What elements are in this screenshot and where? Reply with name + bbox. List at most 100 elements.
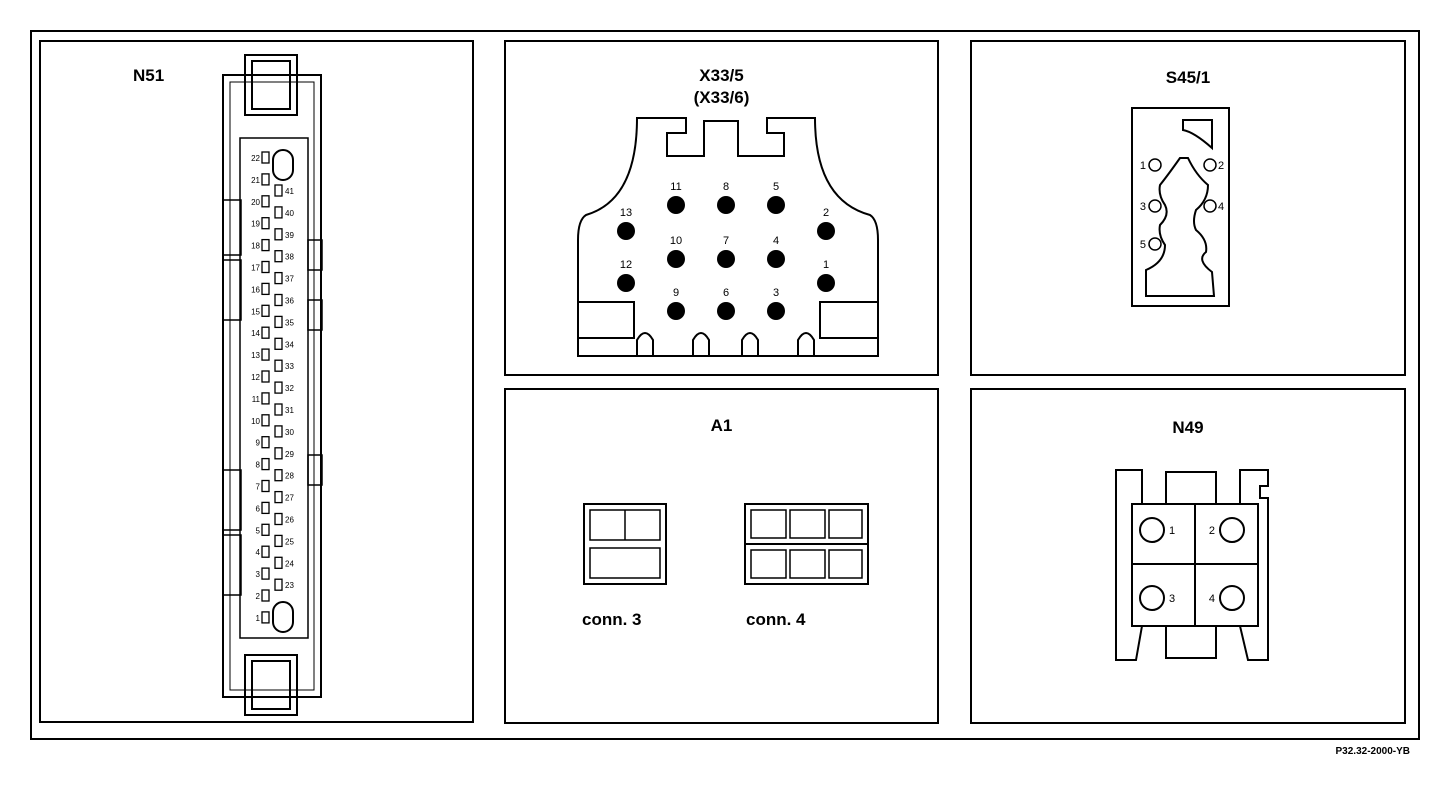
n51-pin-20 [261, 195, 270, 208]
n51-pin-label: 35 [285, 318, 294, 327]
n51-pin-24 [274, 556, 283, 569]
n51-pin-19 [261, 217, 270, 230]
n49-pin-3 [1139, 585, 1165, 611]
n51-pin-label: 21 [251, 176, 260, 185]
n51-pin-label: 31 [285, 406, 294, 415]
panel-n51-title: N51 [133, 66, 165, 85]
n51-pin-label: 18 [251, 242, 260, 251]
panel-a1: A1 conn. 3 conn. 4 [504, 388, 939, 724]
n51-pin-label: 15 [251, 307, 260, 316]
x33-pin-2 [817, 222, 835, 240]
n51-pin-label: 10 [251, 417, 260, 426]
x33-pin-3 [767, 302, 785, 320]
n51-pin-7 [261, 479, 270, 493]
n51-pin-26 [274, 512, 283, 526]
n51-pin-27 [274, 490, 283, 504]
panel-x33-subtitle: (X33/6) [693, 88, 750, 107]
n51-pin-10 [261, 414, 270, 427]
n51-pin-12 [261, 370, 270, 383]
n51-pin-8 [261, 457, 270, 471]
n51-pin-3 [261, 567, 270, 580]
n51-pin-28 [274, 469, 283, 482]
figure-reference: P32.32-2000-YB [1335, 746, 1411, 757]
n51-pin-14 [261, 326, 270, 339]
s45-pin-label: 5 [1140, 239, 1146, 251]
x33-pin-label: 13 [620, 207, 632, 219]
n51-pin-label: 7 [256, 483, 261, 492]
n51-pin-label: 25 [285, 537, 294, 546]
n51-pin-38 [274, 250, 283, 263]
x33-pin-6 [717, 302, 735, 320]
x33-pin-1 [817, 274, 835, 292]
n51-pin-label: 24 [285, 559, 294, 568]
n49-pin-label: 2 [1209, 525, 1215, 537]
n51-pin-label: 3 [256, 570, 261, 579]
x33-pin-9 [667, 302, 685, 320]
n49-pin-label: 4 [1209, 593, 1215, 605]
n51-pin-label: 16 [251, 285, 260, 294]
n51-pin-6 [261, 501, 270, 515]
n51-pin-37 [274, 271, 283, 285]
n51-pin-label: 8 [256, 461, 261, 470]
n51-pin-13 [261, 348, 270, 361]
n51-pin-label: 2 [256, 592, 261, 601]
panel-n49: N49 [970, 388, 1406, 724]
n49-pin-2 [1219, 517, 1245, 543]
n51-pin-label: 28 [285, 472, 294, 481]
n51-pin-label: 40 [285, 209, 294, 218]
n51-pin-41 [274, 184, 283, 197]
n49-pin-1 [1139, 517, 1165, 543]
n51-pin-label: 41 [285, 187, 294, 196]
n51-pin-16 [261, 282, 270, 296]
s45-pin-label: 1 [1140, 160, 1146, 172]
n51-pin-label: 1 [256, 614, 261, 623]
panel-x33-title: X33/5 [699, 66, 744, 85]
n51-pin-label: 22 [251, 154, 260, 163]
n51-pin-32 [274, 381, 283, 394]
n51-pin-label: 19 [251, 220, 260, 229]
n51-pin-label: 6 [256, 504, 261, 513]
panel-s45-title: S45/1 [1165, 68, 1211, 87]
x33-pin-label: 7 [723, 235, 729, 247]
n51-pin-label: 38 [285, 253, 294, 262]
n51-pin-label: 4 [256, 548, 261, 557]
n51-pin-label: 12 [251, 373, 260, 382]
n51-pin-label: 11 [252, 395, 261, 404]
n51-pin-34 [274, 337, 283, 350]
n51-pin-label: 13 [251, 351, 260, 360]
n51-pin-39 [274, 228, 283, 241]
n51-pin-31 [274, 403, 283, 416]
n51-pin-label: 30 [285, 428, 294, 437]
n51-pin-2 [261, 589, 270, 602]
x33-pin-5 [767, 196, 785, 214]
x33-pin-label: 5 [773, 181, 779, 193]
panel-a1-title: A1 [710, 416, 733, 435]
n51-pin-29 [274, 447, 283, 460]
panel-s45: S45/1 [970, 40, 1406, 376]
n51-pin-4 [261, 545, 270, 558]
x33-pin-label: 11 [670, 181, 681, 193]
n51-pin-30 [274, 425, 283, 438]
x33-pin-7 [717, 250, 735, 268]
n51-pin-23 [274, 578, 283, 591]
n51-pin-18 [261, 238, 270, 252]
s45-pin-5 [1148, 237, 1162, 251]
n51-pin-33 [274, 359, 283, 372]
n51-pin-label: 27 [285, 494, 294, 503]
x33-pin-12 [617, 274, 635, 292]
n51-pin-36 [274, 293, 283, 307]
n51-pin-17 [261, 260, 270, 274]
n49-pin-label: 3 [1169, 593, 1175, 605]
n51-pin-label: 14 [251, 329, 260, 338]
n51-pin-9 [261, 436, 270, 449]
n51-pin-5 [261, 523, 270, 536]
s45-pin-label: 2 [1218, 160, 1224, 172]
n51-pin-label: 17 [251, 264, 260, 273]
diagram-frame [30, 30, 1420, 740]
x33-pin-13 [617, 222, 635, 240]
n51-pin-label: 9 [256, 439, 261, 448]
